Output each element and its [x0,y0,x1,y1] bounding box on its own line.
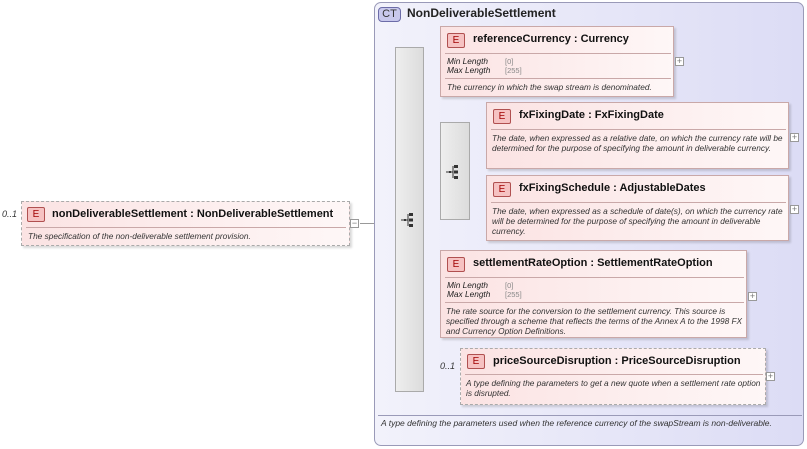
complex-type-title: NonDeliverableSettlement [407,6,556,20]
element-title: referenceCurrency : Currency [473,33,629,45]
element-settlementRateOption[interactable]: E settlementRateOption : SettlementRateO… [440,250,747,338]
expand-icon[interactable]: + [675,56,684,66]
element-description: The currency in which the swap stream is… [447,82,652,92]
facet-name: Min Length [447,280,489,290]
element-badge: E [493,182,511,197]
element-fxFixingDate[interactable]: E fxFixingDate : FxFixingDate The date, … [486,102,789,169]
element-title: priceSourceDisruption : PriceSourceDisru… [493,355,741,367]
complex-type-badge: CT [378,7,401,22]
root-element-title: nonDeliverableSettlement : NonDeliverabl… [52,208,334,220]
element-badge: E [447,257,465,272]
facet-value: [0] [505,57,514,66]
element-description: The rate source for the conversion to th… [446,306,743,336]
expand-icon[interactable]: + [748,291,757,301]
sequence-icon [446,165,458,179]
sequence-icon [401,213,413,227]
facet-value: [255] [505,66,522,75]
element-referenceCurrency[interactable]: E referenceCurrency : Currency Min Lengt… [440,26,674,97]
priceSourceDisruption-occurrence: 0..1 [440,361,456,371]
facet-value: [0] [505,281,514,290]
element-separator [445,78,671,79]
root-collapse-toggle[interactable]: − [350,218,359,228]
element-badge: E [493,109,511,124]
element-badge: E [27,207,45,222]
element-fxFixingSchedule[interactable]: E fxFixingSchedule : AdjustableDates The… [486,175,789,241]
expand-icon[interactable]: + [766,371,775,381]
element-description: The date, when expressed as a relative d… [492,133,783,153]
complex-type-description: A type defining the parameters used when… [381,418,772,428]
expand-icon[interactable]: + [790,132,799,142]
element-title: fxFixingDate : FxFixingDate [519,109,664,121]
element-badge: E [447,33,465,48]
element-separator [445,302,744,303]
element-badge: E [467,354,485,369]
complex-type-separator [378,415,802,416]
element-description: The date, when expressed as a schedule o… [492,206,783,236]
facet-value: [255] [505,290,522,299]
element-description: A type defining the parameters to get a … [466,378,761,398]
facet-name: Max Length [447,289,491,299]
root-element-box[interactable]: E nonDeliverableSettlement : NonDelivera… [21,201,350,246]
element-separator [491,129,786,130]
facet-name: Min Length [447,56,489,66]
element-priceSourceDisruption[interactable]: E priceSourceDisruption : PriceSourceDis… [460,348,766,405]
root-occurrence: 0..1 [2,209,18,219]
element-separator [465,374,763,375]
element-title: fxFixingSchedule : AdjustableDates [519,182,706,194]
root-element-description: The specification of the non-deliverable… [28,231,251,241]
element-separator [445,277,744,278]
element-separator [445,53,671,54]
facet-name: Max Length [447,65,491,75]
expand-icon[interactable]: + [790,204,799,214]
element-title: settlementRateOption : SettlementRateOpt… [473,257,713,269]
element-separator [491,202,786,203]
root-separator [26,227,346,228]
